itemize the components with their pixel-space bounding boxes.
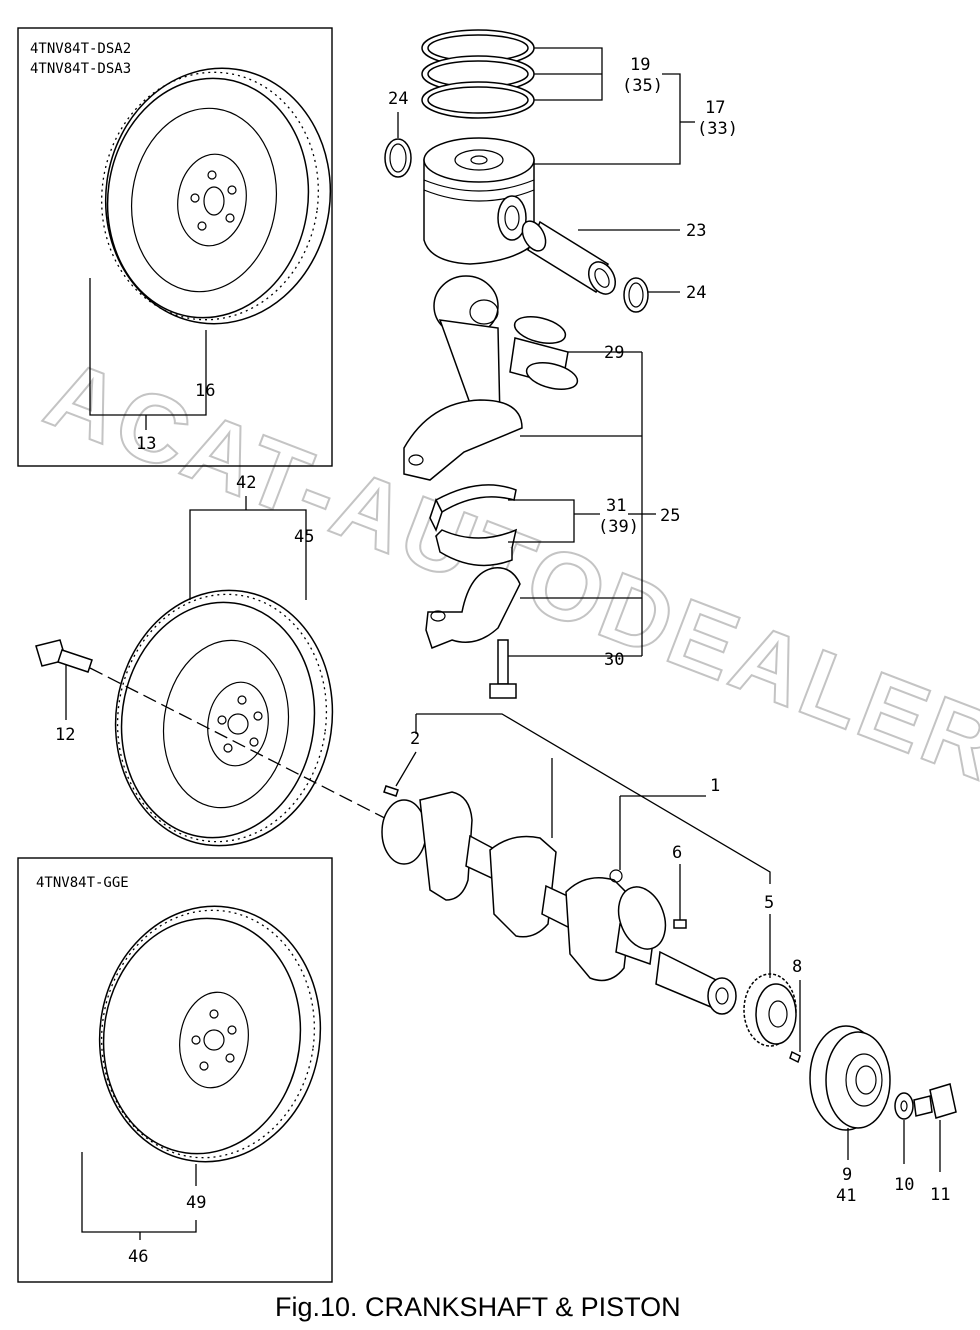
pulley-pin <box>789 1050 801 1064</box>
circlip-24-right <box>623 277 649 313</box>
label-49: 49 <box>186 1193 206 1213</box>
label-1: 1 <box>710 776 720 796</box>
leader-17 <box>534 73 681 165</box>
label-8: 8 <box>792 957 802 977</box>
piston-rings <box>421 29 535 119</box>
label-31: 31 <box>606 496 626 516</box>
variant-box-dsa-line2: 4TNV84T-DSA3 <box>30 61 131 77</box>
piston-pin <box>521 220 617 295</box>
label-24-right: 24 <box>686 283 706 303</box>
leader-42 <box>189 509 307 600</box>
variant-box-gge-line1: 4TNV84T-GGE <box>36 875 129 891</box>
label-9: 9 <box>842 1165 852 1185</box>
crank-pulley <box>809 1025 891 1131</box>
label-46: 46 <box>128 1247 148 1267</box>
label-16: 16 <box>195 381 215 401</box>
connecting-rod-cap <box>425 567 521 649</box>
variant-box-gge <box>17 857 333 1283</box>
flywheel-bolt <box>35 639 93 673</box>
variant-box-dsa <box>17 27 333 467</box>
label-13: 13 <box>136 434 156 454</box>
label-33: (33) <box>697 119 738 139</box>
label-24-top: 24 <box>388 89 408 109</box>
label-11: 11 <box>930 1185 950 1205</box>
piston <box>423 137 535 265</box>
small-end-bushing <box>509 316 579 390</box>
label-23: 23 <box>686 221 706 241</box>
label-41: 41 <box>836 1186 856 1206</box>
leader-16 <box>89 278 207 416</box>
label-45: 45 <box>294 527 314 547</box>
label-2: 2 <box>410 729 420 749</box>
bearing-shells <box>429 484 518 567</box>
dowel-pin <box>383 785 399 797</box>
figure-caption: Fig.10. CRANKSHAFT & PISTON <box>275 1292 681 1322</box>
label-10: 10 <box>894 1175 914 1195</box>
label-12: 12 <box>55 725 75 745</box>
leader-49 <box>81 1152 197 1233</box>
label-17: 17 <box>705 98 725 118</box>
pulley-washer <box>894 1092 914 1120</box>
flywheel-main <box>114 589 334 847</box>
connecting-rod <box>403 275 523 481</box>
flywheel-dsa <box>101 67 332 325</box>
key <box>673 919 687 929</box>
pulley-bolt <box>913 1083 957 1119</box>
label-6: 6 <box>672 843 682 863</box>
label-39: (39) <box>598 517 639 537</box>
label-5: 5 <box>764 893 774 913</box>
crank-gear <box>743 973 797 1047</box>
flywheel-gge <box>98 905 322 1163</box>
label-35: (35) <box>622 76 663 96</box>
label-25: 25 <box>660 506 680 526</box>
label-19: 19 <box>630 55 650 75</box>
leader-31 <box>508 499 575 543</box>
variant-box-dsa-line1: 4TNV84T-DSA2 <box>30 41 131 57</box>
circlip-24-top <box>384 138 412 178</box>
label-30: 30 <box>604 650 624 670</box>
leader-1 <box>416 713 771 884</box>
label-42: 42 <box>236 473 256 493</box>
label-29: 29 <box>604 343 624 363</box>
rod-bolt <box>489 639 517 699</box>
crankshaft <box>381 791 737 1015</box>
